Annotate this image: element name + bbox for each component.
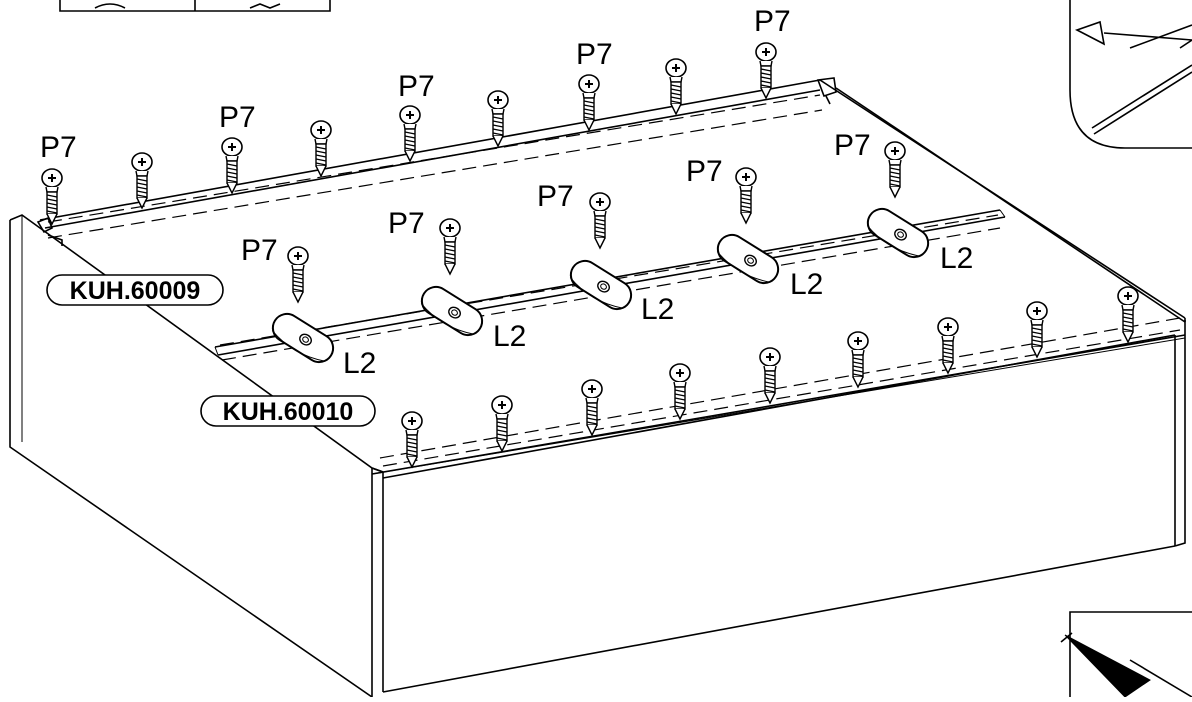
cam-connector-icon [861, 202, 935, 264]
wood-screw-icon [401, 411, 423, 468]
connector-label: L2 [493, 320, 526, 353]
screw-label: P7 [40, 131, 77, 164]
screw-label: P7 [241, 234, 278, 267]
wood-screw-icon [578, 74, 600, 131]
screw-label: P7 [834, 129, 871, 162]
wood-screw-icon [735, 167, 757, 224]
cam-connector-icon [564, 254, 638, 316]
connector-labels: L2 L2 L2 L2 L2 [343, 242, 973, 380]
front-panel-tag: KUH.60010 [200, 395, 376, 427]
wood-screw-icon [759, 347, 781, 404]
connector-label: L2 [790, 268, 823, 301]
screw-label: P7 [537, 180, 574, 213]
wood-screw-icon [287, 246, 309, 303]
screw-label: P7 [576, 38, 613, 71]
screw-label: P7 [398, 70, 435, 103]
wood-screw-icon [755, 42, 777, 99]
front-panel-label: KUH.60010 [223, 398, 354, 426]
wood-screw-icon [491, 395, 513, 452]
cam-connector-icon [415, 280, 489, 342]
connector-label: L2 [343, 347, 376, 380]
back-panel-tag: KUH.60009 [46, 274, 224, 306]
wood-screw-icon [589, 192, 611, 249]
wood-screw-icon [665, 58, 687, 115]
wood-screw-icon [439, 218, 461, 275]
direction-callout [1060, 611, 1192, 698]
wood-screw-icon [487, 90, 509, 147]
screw-label: P7 [754, 5, 791, 38]
screw-label: P7 [388, 207, 425, 240]
direction-arrow-icon [1064, 634, 1151, 698]
wood-screw-icon [1117, 286, 1139, 343]
cam-connector-icon [266, 307, 340, 369]
wood-screw-icon [937, 317, 959, 374]
wood-screw-icon [1026, 301, 1048, 358]
screw-label: P7 [219, 101, 256, 134]
screw-labels: P7 P7 P7 P7 P7 P7 P7 P7 P7 P7 [40, 5, 871, 267]
back-panel-label: KUH.60009 [70, 277, 201, 305]
wood-screw-icon [884, 141, 906, 198]
detail-callout [1069, 0, 1192, 149]
screw-label: P7 [686, 155, 723, 188]
screws-front-row [401, 286, 1139, 468]
wood-screw-icon [581, 379, 603, 436]
hidden-lines [47, 94, 1181, 467]
wood-screw-icon [669, 363, 691, 420]
parts-table-fragment [59, 0, 331, 12]
connector-label: L2 [940, 242, 973, 275]
connector-label: L2 [641, 293, 674, 326]
wood-screw-icon [41, 168, 63, 225]
cam-connector-icon [711, 228, 785, 290]
wood-screw-icon [847, 331, 869, 388]
